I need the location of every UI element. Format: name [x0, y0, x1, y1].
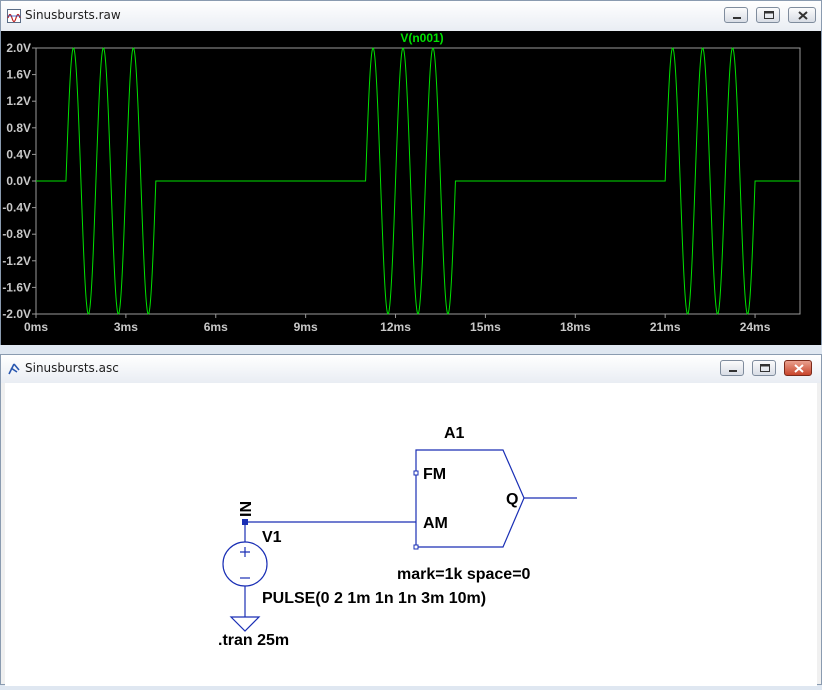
schematic-minimize-button[interactable]	[720, 360, 744, 376]
waveform-plot[interactable]: 2.0V 1.6V 1.2V 0.8V 0.4V 0.0V -0.4V -0.8V -1.2V -…	[1, 31, 821, 345]
pin-label-am: AM	[423, 515, 448, 532]
y-tick-label: -1.6V	[2, 280, 31, 294]
waveform-window-title: Sinusbursts.raw	[25, 8, 121, 22]
close-button[interactable]	[788, 7, 816, 23]
source-value[interactable]: PULSE(0 2 1m 1n 1n 3m 10m)	[262, 590, 486, 607]
schematic-maximize-button[interactable]	[752, 360, 776, 376]
y-tick-label: 2.0V	[6, 41, 31, 55]
y-axis: 2.0V 1.6V 1.2V 0.8V 0.4V 0.0V -0.4V -0.8V -1.2V -…	[2, 41, 36, 321]
fm-pin[interactable]	[413, 470, 419, 476]
pin-label-fm: FM	[423, 466, 446, 483]
y-tick-label: 1.6V	[6, 68, 31, 82]
component-params[interactable]: mark=1k space=0	[397, 566, 531, 583]
close-icon	[798, 11, 808, 20]
schematic-close-button[interactable]	[784, 360, 812, 376]
plus-icon	[240, 547, 250, 557]
y-tick-label: -1.2V	[2, 254, 31, 268]
x-tick-label: 18ms	[560, 320, 591, 334]
trace-v-n001[interactable]	[36, 47, 800, 315]
schematic-window-title: Sinusbursts.asc	[25, 361, 119, 375]
maximize-button[interactable]	[756, 7, 780, 23]
x-tick-label: 21ms	[650, 320, 681, 334]
minimize-icon	[733, 17, 741, 19]
y-tick-label: 0.4V	[6, 147, 31, 161]
modulator-symbol[interactable]	[415, 449, 525, 548]
ground-icon[interactable]	[229, 616, 261, 632]
schematic-file-icon	[8, 363, 20, 375]
schematic-titlebar[interactable]: Sinusbursts.asc	[1, 355, 821, 383]
y-tick-label: 0.0V	[6, 174, 31, 188]
x-tick-label: 6ms	[204, 320, 228, 334]
minimize-icon	[729, 370, 737, 372]
y-tick-label: 1.2V	[6, 94, 31, 108]
component-name[interactable]: A1	[444, 425, 465, 442]
traces	[36, 47, 800, 315]
waveform-file-icon	[7, 9, 21, 23]
x-tick-label: 12ms	[380, 320, 411, 334]
plot-frame	[35, 47, 801, 315]
ground-pin[interactable]	[413, 544, 419, 550]
schematic-window: Sinusbursts.asc A1	[0, 354, 822, 686]
y-tick-label: -0.8V	[2, 227, 31, 241]
x-axis: 0ms 3ms 6ms 9ms 12ms 15ms 18ms 21ms 24ms	[24, 314, 771, 334]
y-tick-label: -2.0V	[2, 307, 31, 321]
source-name[interactable]: V1	[262, 529, 282, 546]
maximize-icon	[764, 11, 774, 19]
close-icon	[794, 364, 804, 373]
waveform-chart: 2.0V 1.6V 1.2V 0.8V 0.4V 0.0V -0.4V -0.8V -1.2V -…	[2, 31, 801, 334]
schematic-canvas[interactable]: A1 FM AM Q mark=1k space=0 IN V1 PULSE(0…	[5, 383, 817, 686]
x-tick-label: 0ms	[24, 320, 48, 334]
maximize-icon	[760, 364, 770, 372]
net-label[interactable]: IN	[238, 501, 255, 517]
spice-directive[interactable]: .tran 25m	[218, 632, 289, 649]
x-tick-label: 3ms	[114, 320, 138, 334]
x-tick-label: 24ms	[740, 320, 771, 334]
schematic-drawing: A1 FM AM Q mark=1k space=0 IN V1 PULSE(0…	[218, 425, 577, 649]
y-tick-label: 0.8V	[6, 121, 31, 135]
x-tick-label: 15ms	[470, 320, 501, 334]
pin-label-q: Q	[506, 491, 518, 508]
x-tick-label: 9ms	[294, 320, 318, 334]
y-tick-label: -0.4V	[2, 201, 31, 215]
waveform-window: Sinusbursts.raw 2.0V 1.6V 1.2V 0.8V 0.4V 0.0V…	[0, 0, 822, 345]
waveform-titlebar[interactable]: Sinusbursts.raw	[1, 1, 821, 31]
minimize-button[interactable]	[724, 7, 748, 23]
trace-label[interactable]: V(n001)	[400, 31, 443, 45]
